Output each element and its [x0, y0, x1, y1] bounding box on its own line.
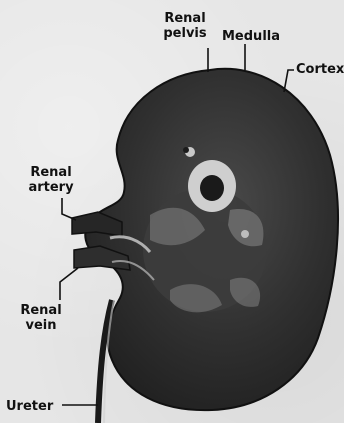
renal-vein-label: Renal vein — [18, 303, 64, 333]
renal-artery-label-line2: artery — [26, 180, 76, 195]
ureter-label: Ureter — [6, 399, 53, 414]
medulla-label: Medulla — [222, 29, 280, 44]
renal-vein-label-line1: Renal — [18, 303, 64, 318]
renal-pelvis-label: Renal pelvis — [150, 11, 220, 41]
renal-artery-label-line1: Renal — [26, 165, 76, 180]
renal-artery-label: Renal artery — [26, 165, 76, 195]
cortex-label: Cortex — [296, 62, 344, 77]
renal-pelvis-label-line1: Renal — [150, 11, 220, 26]
artery-leader — [62, 198, 76, 220]
vein-leader — [60, 268, 78, 300]
renal-pelvis-label-line2: pelvis — [150, 26, 220, 41]
renal-vein-label-line2: vein — [18, 318, 64, 333]
